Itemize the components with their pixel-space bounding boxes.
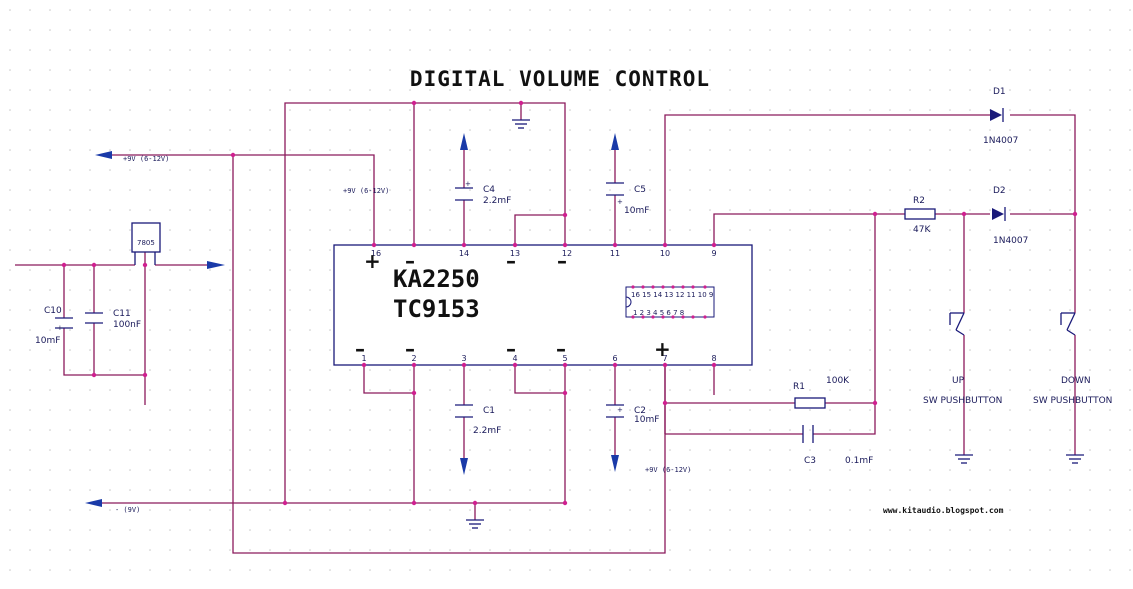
c3-ref: C3 — [804, 456, 816, 466]
ic-sign-minus-top-1: – — [405, 249, 415, 273]
ic-pin-14: 14 — [459, 249, 469, 258]
ic-sign-minus-bot-5: – — [556, 337, 566, 361]
c11-ref: C11 — [113, 309, 131, 319]
c4-ref: C4 — [483, 185, 495, 195]
resistor-r2: R2 47K — [904, 196, 936, 235]
inset-bottom-numbers: 1 2 3 4 5 6 7 8 — [633, 309, 684, 317]
supply-pos-label-left: +9V (6-12V) — [123, 155, 169, 163]
capacitor-c10: + C10 10mF — [35, 306, 73, 346]
wires — [15, 102, 1076, 554]
c3-value: 0.1mF — [845, 456, 873, 466]
c10-ref: C10 — [44, 306, 62, 316]
diode-d1: D1 1N4007 — [983, 87, 1018, 146]
inset-top-numbers: 16 15 14 13 12 11 10 9 — [631, 291, 713, 299]
ic-pin-10: 10 — [660, 249, 670, 258]
capacitor-c1: C1 2.2mF — [455, 404, 501, 436]
regulator-7805: 7805 — [131, 222, 161, 265]
ic-ka2250: KA2250 TC9153 16 14 13 12 11 10 9 1 2 3 … — [333, 244, 753, 366]
c11-value: 100nF — [113, 320, 141, 330]
ic-pin-11: 11 — [610, 249, 620, 258]
diode-d2: D2 1N4007 — [992, 186, 1028, 246]
arrow-left-neg-supply — [85, 499, 102, 507]
ic-pin-1: 1 — [361, 354, 366, 363]
supply-pos-label-bottom: +9V (6-12V) — [645, 466, 691, 474]
c4-value: 2.2mF — [483, 196, 511, 206]
d2-value: 1N4007 — [993, 236, 1028, 246]
ic-body — [333, 244, 753, 366]
ic-name-line2: TC9153 — [393, 295, 480, 323]
arrow-right-regulator-out — [207, 261, 225, 269]
ic-sign-plus-7: + — [654, 337, 671, 361]
svg-text:+: + — [57, 324, 63, 332]
switch-up: UP SW PUSHBUTTON — [923, 312, 1002, 406]
ic-pin-7: 7 — [662, 354, 667, 363]
c5-ref: C5 — [634, 185, 646, 195]
r1-value: 100K — [826, 376, 850, 386]
arrow-up-c4 — [460, 133, 468, 150]
arrow-left-pos-supply — [95, 151, 112, 159]
ic-pin-2: 2 — [411, 354, 416, 363]
junction-nodes — [61, 100, 1078, 506]
capacitor-c11: C11 100nF — [85, 309, 141, 330]
c1-value: 2.2mF — [473, 426, 501, 436]
r1-ref: R1 — [793, 382, 805, 392]
ic-pin-8: 8 — [711, 354, 716, 363]
r2-ref: R2 — [913, 196, 925, 206]
ground-symbol-bottom — [466, 519, 484, 529]
website-url: www.kitaudio.blogspot.com — [883, 505, 1004, 515]
supply-pos-label-ic: +9V (6-12V) — [343, 187, 389, 195]
c1-ref: C1 — [483, 406, 495, 416]
c5-value: 10mF — [624, 206, 649, 216]
ic-pin-5: 5 — [562, 354, 567, 363]
ic-sign-minus-top-2: – — [506, 249, 516, 273]
resistor-r1: R1 100K — [793, 376, 850, 409]
switch-up-type: SW PUSHBUTTON — [923, 396, 1002, 406]
ic-name-line1: KA2250 — [393, 265, 480, 293]
arrow-down-c2 — [611, 455, 619, 472]
switch-down-name: DOWN — [1061, 376, 1091, 386]
ic-sign-plus-16: + — [364, 249, 381, 273]
ground-symbol-down — [1066, 454, 1084, 464]
capacitor-c3: C3 0.1mF — [802, 425, 873, 466]
svg-text:+: + — [617, 406, 623, 414]
d1-value: 1N4007 — [983, 136, 1018, 146]
ic-sign-minus-bot-1: – — [355, 337, 365, 361]
ic-sign-minus-top-3: – — [557, 249, 567, 273]
supply-neg-label: - (9V) — [115, 506, 140, 514]
d2-ref: D2 — [993, 186, 1006, 196]
c2-ref: C2 — [634, 406, 646, 416]
diagram-title: DIGITAL VOLUME CONTROL — [410, 67, 710, 91]
r2-value: 47K — [913, 225, 931, 235]
svg-text:+: + — [465, 180, 471, 188]
ground-symbol-top — [512, 119, 530, 129]
capacitor-c4: + C4 2.2mF — [455, 180, 511, 206]
arrow-up-c5 — [611, 133, 619, 150]
ic-sign-minus-bot-2: – — [405, 337, 415, 361]
d1-ref: D1 — [993, 87, 1006, 97]
ic-pin-16: 16 — [371, 249, 381, 258]
ic-pin-4: 4 — [512, 354, 517, 363]
arrow-down-c1 — [460, 458, 468, 475]
switch-down: DOWN SW PUSHBUTTON — [1033, 312, 1112, 406]
ic-pin-3: 3 — [461, 354, 466, 363]
ground-symbol-up — [955, 454, 973, 464]
svg-text:+: + — [617, 198, 623, 206]
ic-pin-9: 9 — [711, 249, 716, 258]
capacitor-c2: + C2 10mF — [606, 404, 659, 425]
switch-down-type: SW PUSHBUTTON — [1033, 396, 1112, 406]
ic-pinout-inset: 16 15 14 13 12 11 10 9 1 2 3 4 5 6 7 8 — [625, 285, 715, 319]
regulator-name: 7805 — [137, 239, 155, 247]
capacitor-c5: + C5 10mF — [606, 182, 649, 216]
ic-pin-12: 12 — [562, 249, 572, 258]
ic-pin-13: 13 — [510, 249, 520, 258]
ic-pin-6: 6 — [612, 354, 617, 363]
c10-value: 10mF — [35, 336, 60, 346]
ic-sign-minus-bot-4: – — [506, 337, 516, 361]
arrows — [85, 133, 619, 507]
c2-value: 10mF — [634, 415, 659, 425]
switch-up-name: UP — [952, 376, 965, 386]
